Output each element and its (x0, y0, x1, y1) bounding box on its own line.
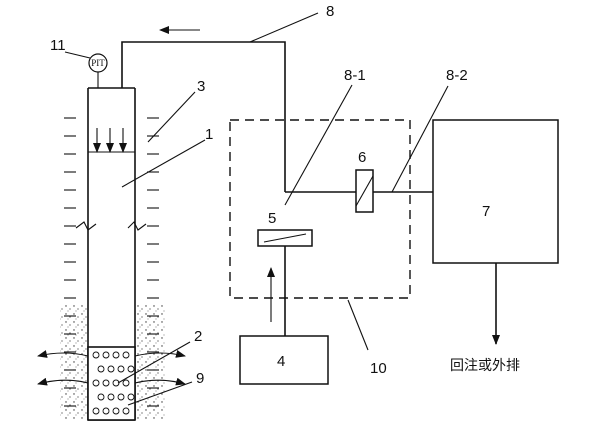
component-7-box (432, 119, 559, 264)
aquifer-formation-right (135, 305, 165, 420)
perforation-hole (122, 407, 130, 415)
label-9: 9 (196, 370, 204, 387)
label-10: 10 (370, 360, 387, 377)
perforation-hole (102, 351, 110, 359)
label-7: 7 (482, 203, 490, 220)
component-5 (257, 229, 313, 247)
perforation-hole (107, 393, 115, 401)
label-4: 4 (277, 353, 285, 370)
component-6 (355, 169, 374, 213)
label-1: 1 (205, 126, 213, 143)
perforation-hole (112, 407, 120, 415)
perforation-hole (117, 393, 125, 401)
label-2: 2 (194, 328, 202, 345)
label-3: 3 (197, 78, 205, 95)
screen-perforations (92, 351, 135, 415)
perforation-hole (117, 365, 125, 373)
perforation-hole (122, 351, 130, 359)
label-6: 6 (358, 149, 366, 166)
component-4-box (239, 335, 329, 385)
perforation-hole (102, 407, 110, 415)
perforation-hole (112, 351, 120, 359)
outlet-label: 回注或外排 (450, 358, 520, 374)
label-5: 5 (268, 210, 276, 227)
pressure-gauge-label: PIT (91, 58, 105, 68)
perforation-hole (92, 379, 100, 387)
perforation-hole (122, 379, 130, 387)
label-8: 8 (326, 3, 334, 20)
perforation-hole (102, 379, 110, 387)
break-marks (75, 221, 147, 231)
aquifer-formation-left (60, 305, 88, 420)
outflow-arrows (37, 350, 186, 386)
label-11: 11 (50, 37, 66, 54)
perforation-hole (107, 365, 115, 373)
label-8-2: 8-2 (446, 67, 468, 84)
pipe-8 (121, 26, 286, 192)
treatment-enclosure (229, 119, 411, 299)
perforation-hole (127, 365, 135, 373)
perforation-hole (92, 351, 100, 359)
label-8-1: 8-1 (344, 67, 366, 84)
leader-lines (64, 12, 449, 406)
downward-flow-arrows (93, 128, 127, 153)
perforation-hole (97, 393, 105, 401)
perforation-hole (97, 365, 105, 373)
perforation-hole (92, 407, 100, 415)
perforation-hole (127, 393, 135, 401)
pressure-gauge: PIT (88, 53, 108, 88)
